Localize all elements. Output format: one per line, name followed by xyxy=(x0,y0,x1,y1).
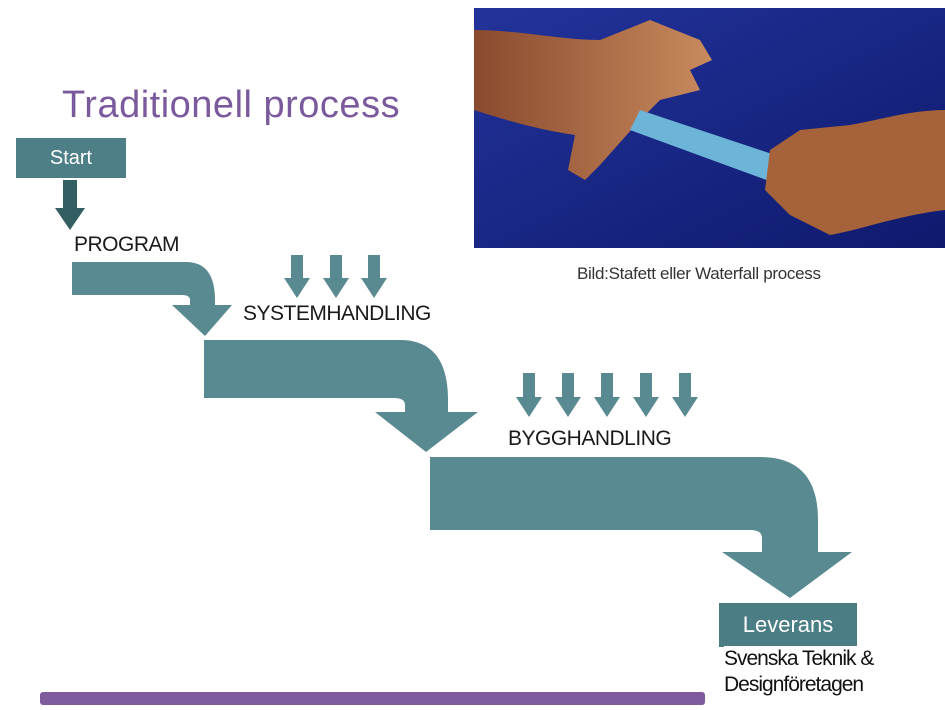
logo-line-2: Designföretagen xyxy=(724,673,864,696)
program-bend-arrow xyxy=(72,262,232,336)
company-logo: Svenska Teknik & Designföretagen xyxy=(724,646,896,706)
start-down-arrow xyxy=(55,180,85,230)
leverans-box: Leverans xyxy=(719,603,857,647)
bottom-accent-bar xyxy=(40,692,705,705)
relay-baton-photo xyxy=(474,8,945,248)
stage-label-bygghandling: BYGGHANDLING xyxy=(508,427,672,450)
stage-label-systemhandling: SYSTEMHANDLING xyxy=(243,302,431,325)
bygghandling-bend-arrow xyxy=(430,457,852,598)
systemhandling-input-arrows xyxy=(284,255,387,298)
logo-line-1: Svenska Teknik & xyxy=(724,647,874,670)
page-title: Traditionell process xyxy=(62,84,401,126)
photo-caption: Bild:Stafett eller Waterfall process xyxy=(577,264,821,283)
start-box: Start xyxy=(16,138,126,178)
systemhandling-bend-arrow xyxy=(204,340,478,452)
stage-label-program: PROGRAM xyxy=(74,233,180,256)
bygghandling-input-arrows xyxy=(516,373,698,417)
